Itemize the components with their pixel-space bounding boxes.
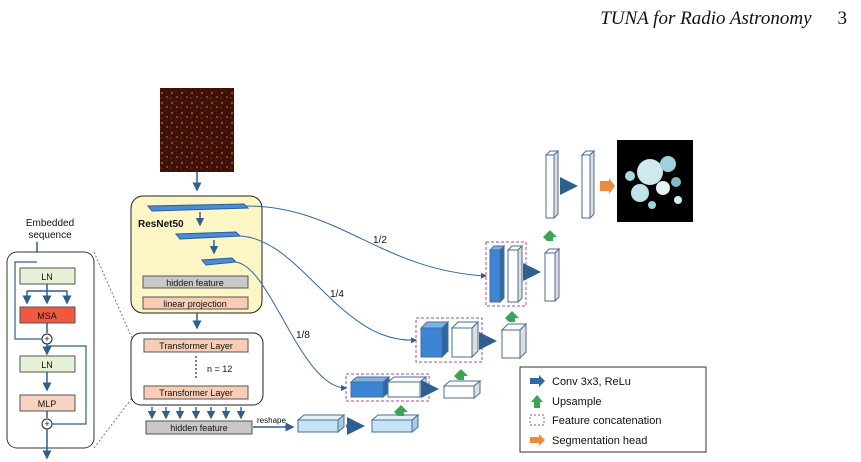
skip-label-eighth: 1/8 — [296, 330, 310, 341]
upsample-arrows — [394, 230, 557, 416]
skip-label-quarter: 1/4 — [330, 289, 344, 300]
legend-item-upsample: Upsample — [531, 395, 602, 408]
hidden-feature-label: hidden feature — [166, 278, 224, 288]
hidden-feature-out-label: hidden feature — [170, 423, 228, 433]
transformer-layer-top: Transformer Layer — [159, 341, 233, 351]
arrow-right-icon — [530, 434, 545, 446]
page-header: TUNA for Radio Astronomy 3 — [600, 8, 847, 30]
output-segmentation-mask — [617, 140, 693, 222]
resnet-block: ResNet50 hidden feature linear projectio… — [130, 195, 263, 314]
svg-text:Upsample: Upsample — [552, 396, 602, 408]
running-title: TUNA for Radio Astronomy — [600, 8, 812, 29]
svg-text:Conv 3x3, ReLu: Conv 3x3, ReLu — [552, 376, 631, 388]
segmentation-head-arrow — [600, 178, 615, 194]
linear-projection-label: linear projection — [163, 299, 227, 309]
hidden-feature-out-box — [145, 420, 253, 435]
input-radio-image — [160, 88, 234, 172]
svg-text:Feature concatenation: Feature concatenation — [552, 415, 661, 427]
skip-connections — [233, 205, 487, 391]
skip-label-half: 1/2 — [373, 235, 387, 246]
arrow-right-icon — [530, 375, 545, 387]
reshape-label: reshape — [257, 416, 286, 425]
transformer-stack: Transformer Layer n = 12 Transformer Lay… — [130, 332, 264, 406]
transformer-layer-bottom: Transformer Layer — [159, 388, 233, 398]
mlp-label: MLP — [38, 399, 57, 409]
svg-text:Segmentation head: Segmentation head — [552, 435, 647, 447]
msa-label: MSA — [37, 311, 57, 321]
legend-item-concat: Feature concatenation — [529, 414, 661, 427]
resnet-label: ResNet50 — [138, 219, 184, 230]
hidden-feature-box — [142, 275, 249, 289]
page-number: 3 — [837, 8, 848, 29]
legend-item-conv: Conv 3x3, ReLu — [530, 375, 631, 388]
legend: Conv 3x3, ReLu Upsample Feature concaten… — [519, 366, 707, 453]
n-layers-label: n = 12 — [207, 364, 232, 374]
legend-item-segmentation: Segmentation head — [530, 434, 647, 447]
arrow-up-icon — [531, 395, 543, 408]
ln-label-2: LN — [41, 360, 53, 370]
svg-text:+: + — [44, 419, 49, 429]
svg-text:+: + — [44, 334, 49, 344]
conv-arrows — [346, 177, 578, 435]
linear-projection-box — [142, 296, 249, 310]
ln-label-1: LN — [41, 272, 53, 282]
